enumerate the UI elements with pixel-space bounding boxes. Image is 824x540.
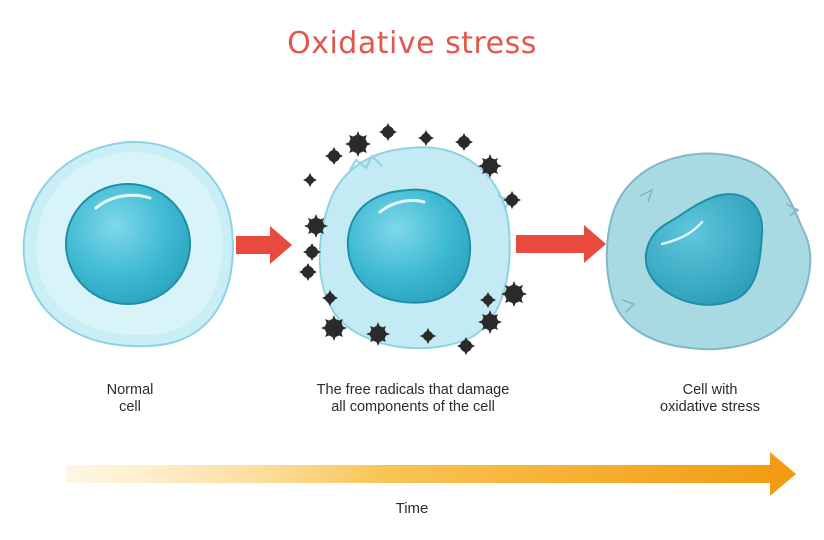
radical-particle — [457, 337, 475, 355]
radical-particle — [366, 322, 390, 346]
radical-particle — [303, 243, 321, 261]
time-label: Time — [395, 500, 429, 517]
radical-particle — [480, 292, 496, 308]
stage-label-normal-cell: Normal cell — [106, 382, 154, 415]
attacked-cell — [318, 146, 512, 350]
radical-particle — [304, 214, 328, 238]
radical-particle — [455, 133, 473, 151]
progress-arrow-2 — [516, 225, 606, 263]
radical-particle — [501, 281, 527, 307]
radical-particle — [321, 315, 347, 341]
radical-particle — [325, 147, 343, 165]
radical-particle — [503, 191, 521, 209]
progress-arrow-1 — [236, 226, 292, 264]
radical-particle — [379, 123, 397, 141]
radical-particle — [299, 263, 317, 281]
radical-particle — [303, 173, 317, 187]
stage-label-oxidative-stress: Cell with oxidative stress — [660, 382, 760, 415]
radical-particle — [420, 328, 436, 344]
free-radicals — [299, 123, 527, 355]
radical-particle — [418, 130, 434, 146]
stage-label-free-radicals: The free radicals that damage all compon… — [316, 382, 510, 415]
radical-particle — [322, 290, 338, 306]
damaged-cell — [605, 152, 812, 351]
radical-particle — [478, 310, 502, 334]
radical-particle — [478, 154, 502, 178]
radical-particle — [345, 131, 371, 157]
normal-cell — [22, 140, 234, 348]
time-arrow — [66, 452, 796, 496]
diagram-title: Oxidative stress — [287, 26, 537, 61]
